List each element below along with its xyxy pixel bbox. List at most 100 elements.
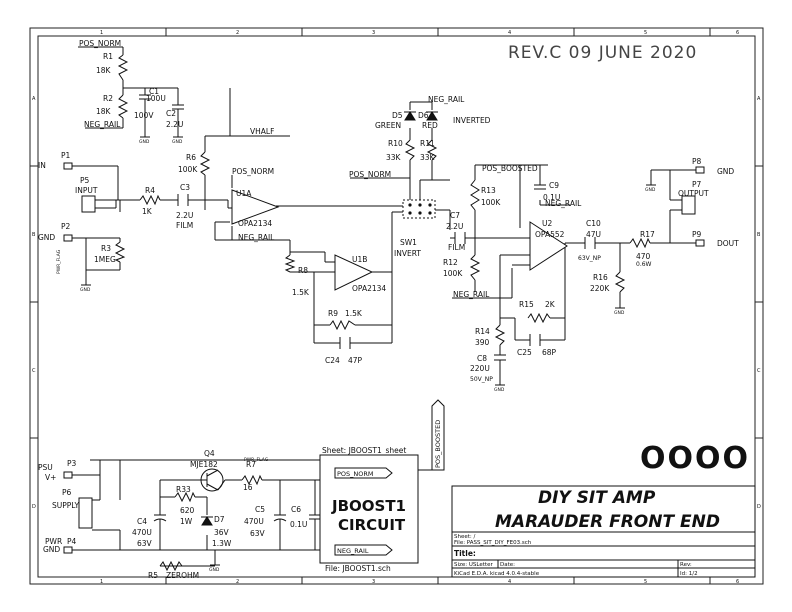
jboost-sheet[interactable] <box>319 399 445 564</box>
frame-col-5: 5 <box>644 30 647 36</box>
diodes <box>201 111 438 526</box>
pos-norm-label-1: POS_NORM <box>79 39 121 48</box>
gnd-sym-p2: GND <box>80 287 91 293</box>
in-label: IN <box>38 161 46 170</box>
gnd-sym-psu: GND <box>209 567 220 573</box>
c5-ref: C5 <box>255 505 265 514</box>
r6-value: 100K <box>178 165 198 174</box>
r17-symbol <box>629 237 651 249</box>
c7-type: FILM <box>448 243 465 252</box>
c7-ref: C7 <box>450 211 460 220</box>
tb-file: File: PASS_SIT_DIY_FE03.sch <box>454 540 532 546</box>
r16-ref: R16 <box>593 273 608 282</box>
frame-col-b3: 3 <box>372 579 375 585</box>
c9-value: 0.1U <box>543 193 560 202</box>
p3-connector <box>63 471 73 479</box>
q4-ref: Q4 <box>204 449 215 458</box>
u1a-ref: U1A <box>236 189 252 198</box>
gnd-label-psu: GND <box>43 545 60 554</box>
d7-symbol <box>201 516 213 526</box>
title-line-1: DIY SIT AMP <box>538 488 656 508</box>
c24-symbol <box>339 337 351 349</box>
pwr-label: PWR <box>45 537 62 546</box>
p9-connector <box>695 239 705 247</box>
gnd-sym-c8: GND <box>494 387 505 393</box>
d7-value: 36V <box>214 528 230 537</box>
r3-value: 1MEG <box>94 255 116 264</box>
frame-col-4: 4 <box>508 30 511 36</box>
r9-symbol <box>329 319 356 331</box>
tb-size: Size: USLetter <box>454 562 493 568</box>
r10-ref: R10 <box>388 139 403 148</box>
p1-ref: P1 <box>61 151 71 160</box>
sw1-value: INVERT <box>394 249 421 258</box>
r33-power: 1W <box>180 517 193 526</box>
r11-ref: R11 <box>420 139 435 148</box>
c1-voltage: 100V <box>134 111 154 120</box>
tb-id: Id: 1/2 <box>680 571 698 577</box>
gnd-sym-r16: GND <box>614 310 625 316</box>
r4-value: 1K <box>142 207 153 216</box>
d5-value: GREEN <box>375 121 401 130</box>
wires <box>72 46 696 567</box>
u1b-value: OPA2134 <box>352 284 386 293</box>
gnd-sym-c1: GND <box>139 139 150 145</box>
frame-row-d: D <box>32 504 36 510</box>
d6-ref: D6 <box>418 111 429 120</box>
d7-ref: D7 <box>214 515 225 524</box>
r1-ref: R1 <box>103 52 113 61</box>
p7-value: OUTPUT <box>678 189 709 198</box>
c10-type: 63V_NP <box>578 255 601 262</box>
r5-symbol <box>159 560 183 572</box>
neg-rail-label-4: NEG_RAIL <box>545 199 582 208</box>
connectors <box>63 162 705 554</box>
r12-ref: R12 <box>443 258 458 267</box>
p4-connector <box>63 546 73 554</box>
c9-symbol <box>534 184 546 190</box>
r1-value: 18K <box>96 66 112 75</box>
frame-col-b6: 6 <box>736 579 739 585</box>
inverted-label: INVERTED <box>453 116 491 125</box>
r15-ref: R15 <box>519 300 534 309</box>
r2-ref: R2 <box>103 94 113 103</box>
frame-row-rc: C <box>757 368 761 374</box>
r3-ref: R3 <box>101 244 111 253</box>
c3-type: FILM <box>176 221 193 230</box>
frame-col-2: 2 <box>236 30 239 36</box>
ground-symbols <box>81 136 656 566</box>
c8-voltage: 50V_NP <box>470 376 493 383</box>
d5-symbol <box>404 111 416 121</box>
r6-symbol <box>199 151 211 176</box>
c2-symbol <box>172 104 184 118</box>
frame-col-b4: 4 <box>508 579 511 585</box>
tb-date: Date: <box>500 562 515 568</box>
c5-value: 470U <box>244 517 264 526</box>
r14-value: 390 <box>475 338 490 347</box>
p6-connector <box>78 497 93 529</box>
u1a-value: OPA2134 <box>238 219 272 228</box>
r8-ref: R8 <box>298 266 308 275</box>
c10-value: 47U <box>586 230 601 239</box>
r7-ref: R7 <box>246 460 256 469</box>
c24-ref: C24 <box>325 356 340 365</box>
c4-voltage: 63V <box>137 539 153 548</box>
p7-connector <box>681 195 696 215</box>
sheet-title-2: CIRCUIT <box>338 516 406 534</box>
gnd-label-out: GND <box>717 167 734 176</box>
gnd-label-in: GND <box>38 233 55 242</box>
frame-row-rd: D <box>757 504 761 510</box>
frame-col-b1: 1 <box>100 579 103 585</box>
pwr-flag-label-1: PWR_FLAG <box>56 249 62 274</box>
r14-ref: R14 <box>475 327 490 336</box>
r2-value: 18K <box>96 107 112 116</box>
d5-ref: D5 <box>392 111 403 120</box>
frame-col-b2: 2 <box>236 579 239 585</box>
opamps <box>231 189 568 291</box>
r4-symbol <box>139 194 161 206</box>
r11-symbol <box>426 139 438 161</box>
sheet-header: Sheet: JBOOST1_sheet <box>322 446 406 455</box>
frame-row-ra: A <box>757 96 761 102</box>
sheet-file: File: JBOOST1.sch <box>325 564 391 573</box>
r5-value: ZEROHM <box>166 571 199 580</box>
